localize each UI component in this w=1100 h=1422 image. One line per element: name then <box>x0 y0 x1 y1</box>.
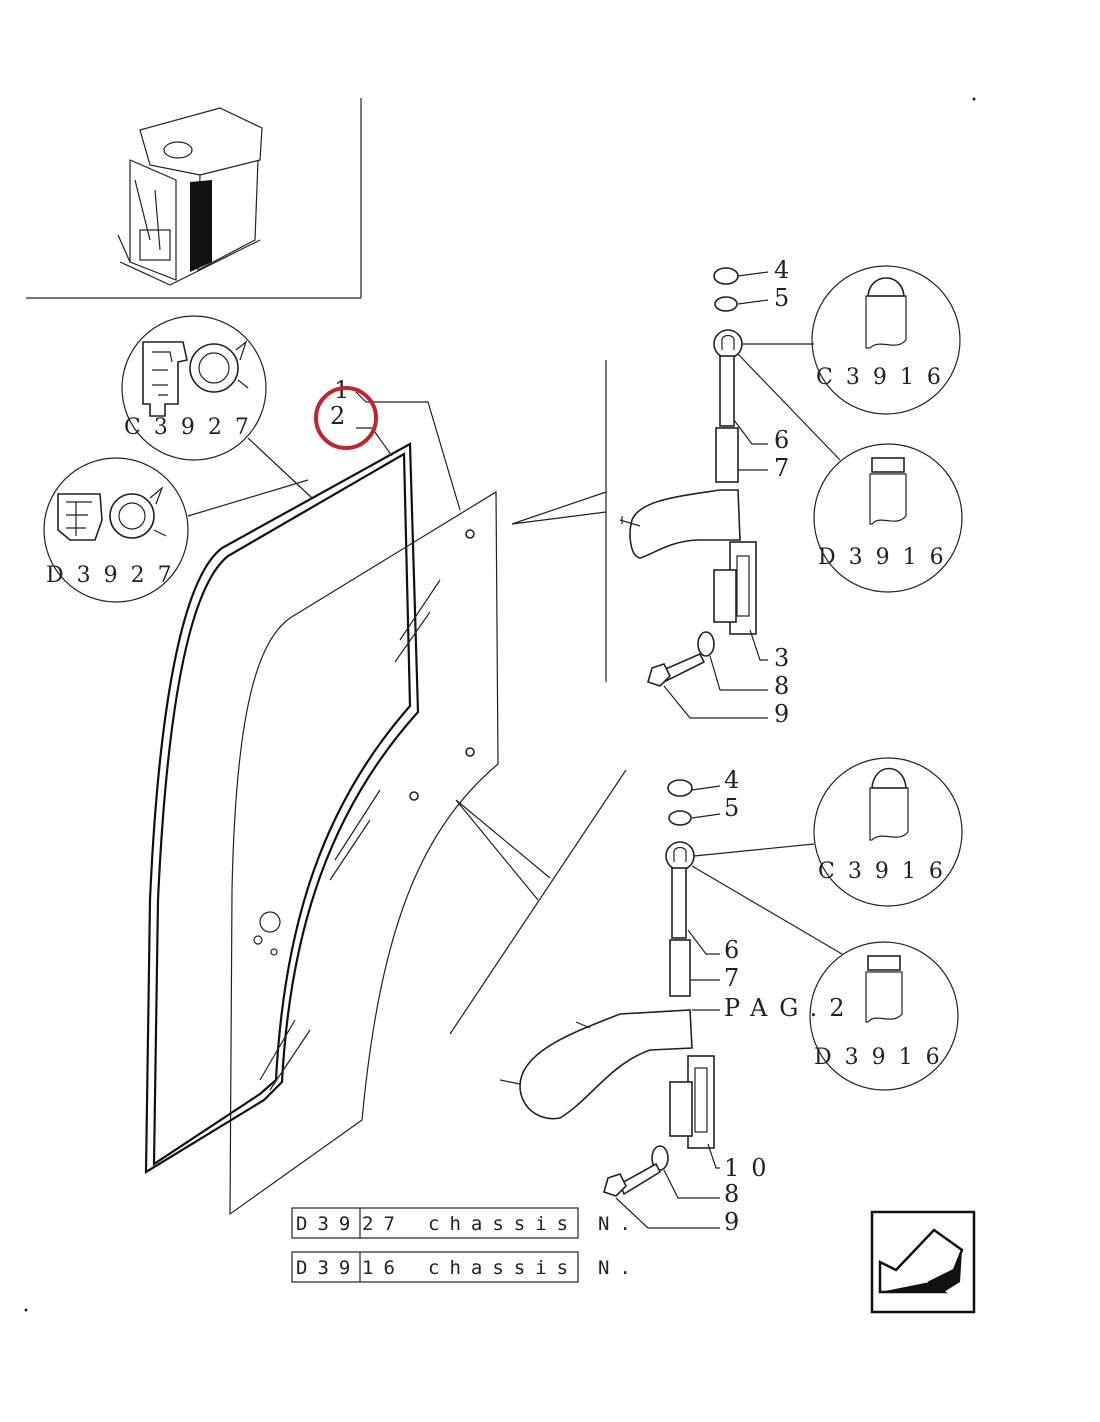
chassis-row-1-prefix: D39 <box>296 1213 360 1235</box>
chassis-row-1-no: N. <box>598 1213 641 1235</box>
hinge-code-d-bottom: D3916 <box>814 1045 953 1070</box>
highlight-circle <box>314 386 378 450</box>
bottom-part-7: 7 <box>724 964 739 992</box>
seal-d-leader <box>187 479 309 517</box>
part-label-2: 2 <box>330 402 345 430</box>
bottom-part-4: 4 <box>724 766 739 794</box>
top-part-9: 9 <box>774 700 789 728</box>
hinge-code-c-bottom: C3916 <box>818 859 956 884</box>
chassis-table: D39 27 chassis N. D39 16 chassis N. <box>291 1207 641 1283</box>
hinge-code-d-top: D3916 <box>818 545 957 570</box>
seal-profile-c: C3927 <box>121 315 267 461</box>
chassis-row-2-prefix: D39 <box>296 1257 360 1279</box>
chassis-row-1-suffix: 27 <box>362 1213 405 1235</box>
bottom-hinge-assembly: 4 5 6 7 10 8 9 PAG.2 <box>449 766 857 1236</box>
seal-profile-d: D3927 <box>43 457 189 603</box>
top-part-8: 8 <box>774 672 789 700</box>
top-part-6: 6 <box>774 426 789 454</box>
chassis-row-2-word: chassis <box>428 1257 578 1279</box>
seal-c-leader <box>247 437 313 499</box>
door-gasket <box>144 442 420 1174</box>
chassis-row-2-no: N. <box>598 1257 641 1279</box>
separator-line-bottom <box>449 769 627 1035</box>
bottom-part-5: 5 <box>724 794 739 822</box>
hinge-detail-d-bottom: D3916 <box>809 941 959 1091</box>
hinge-code-c-top: C3916 <box>816 365 954 390</box>
top-part-5: 5 <box>774 284 789 312</box>
top-part-7: 7 <box>774 454 789 482</box>
seal-code-c: C3927 <box>124 415 262 440</box>
top-part-4: 4 <box>774 256 789 284</box>
leader-2 <box>356 427 393 457</box>
bottom-part-6: 6 <box>724 936 739 964</box>
chassis-row-2-suffix: 16 <box>362 1257 405 1279</box>
leader-1 <box>355 391 461 511</box>
hinge-detail-c-top: C3916 <box>811 265 961 415</box>
page-ref: PAG.2 <box>724 994 857 1022</box>
hinge-detail-d-top: D3916 <box>813 443 963 593</box>
back-arrow-icon[interactable] <box>870 1210 976 1314</box>
chassis-row-1-word: chassis <box>428 1213 578 1235</box>
cab-thumbnail <box>26 98 362 299</box>
cab-door-highlight <box>190 180 212 272</box>
hinge-detail-c-bottom: C3916 <box>813 757 963 907</box>
bottom-part-10: 10 <box>724 1154 779 1182</box>
bottom-part-8: 8 <box>724 1180 739 1208</box>
seal-code-d: D3927 <box>46 563 185 588</box>
stray-dot-bottom <box>24 1308 28 1312</box>
bottom-part-9: 9 <box>724 1208 739 1236</box>
door-glass <box>229 490 499 1216</box>
stray-dot-top <box>972 97 976 101</box>
top-part-3: 3 <box>774 644 789 672</box>
top-hinge-assembly: 4 5 6 7 3 8 9 <box>511 256 841 728</box>
